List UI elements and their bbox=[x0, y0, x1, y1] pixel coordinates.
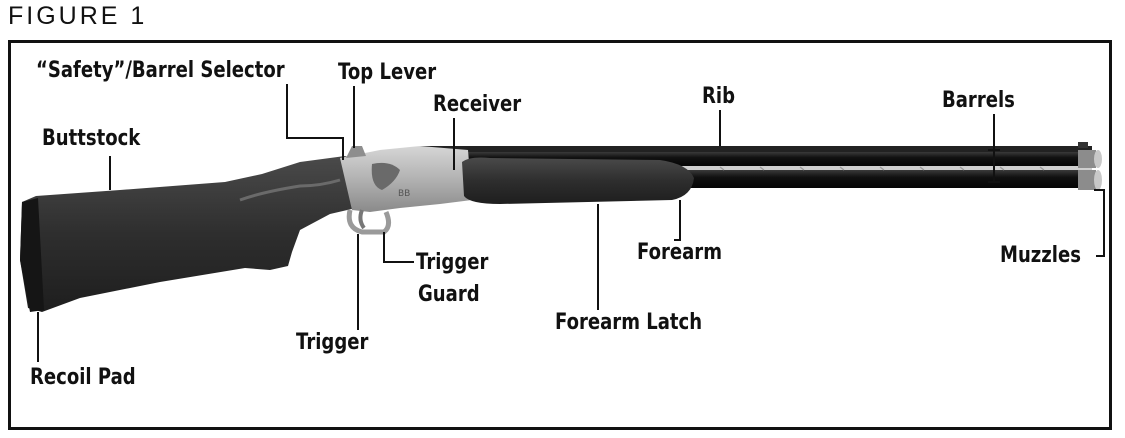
trigger bbox=[360, 210, 364, 228]
label-rib: Rib bbox=[702, 84, 735, 109]
buttstock bbox=[20, 156, 360, 312]
forearm bbox=[462, 158, 694, 205]
top-lever bbox=[346, 146, 366, 158]
label-trigger-guard-line2: Guard bbox=[418, 282, 480, 307]
label-safety-barrel-selector: “Safety”/Barrel Selector bbox=[36, 58, 285, 83]
label-top-lever: Top Lever bbox=[338, 60, 436, 85]
label-receiver: Receiver bbox=[433, 92, 521, 117]
label-recoil-pad: Recoil Pad bbox=[30, 365, 136, 390]
label-muzzles: Muzzles bbox=[1000, 243, 1081, 268]
label-forearm: Forearm bbox=[637, 240, 722, 265]
label-buttstock: Buttstock bbox=[42, 126, 140, 151]
label-forearm-latch: Forearm Latch bbox=[555, 310, 702, 335]
label-barrels: Barrels bbox=[942, 88, 1015, 113]
label-trigger-guard-line1: Trigger bbox=[416, 250, 488, 275]
receiver-marking: BB bbox=[398, 189, 410, 199]
label-trigger: Trigger bbox=[296, 330, 368, 355]
trigger-guard bbox=[349, 210, 388, 232]
